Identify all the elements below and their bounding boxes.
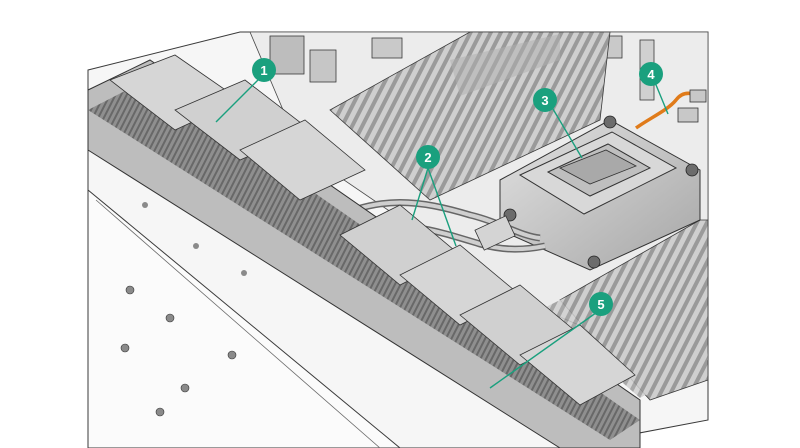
callout-label-2: 2 (424, 150, 431, 165)
callout-3: 3 (533, 88, 557, 112)
callout-label-1: 1 (260, 63, 267, 78)
callout-leaders (215, 75, 669, 389)
leader-1 (215, 75, 263, 123)
leader-4 (653, 79, 669, 115)
callout-label-4: 4 (647, 67, 655, 82)
processor-heatsink (499, 115, 701, 271)
callout-2: 2 (416, 145, 440, 169)
leader-5 (489, 309, 601, 389)
fan-cage (87, 54, 641, 448)
leader-3 (549, 103, 583, 159)
callout-1: 1 (252, 58, 276, 82)
chassis-holes (120, 202, 247, 417)
leader-2b (427, 167, 457, 247)
callout-label-3: 3 (541, 93, 548, 108)
callout-5: 5 (589, 292, 613, 316)
callout-4: 4 (639, 62, 663, 86)
dimm-bank-lower (540, 230, 708, 398)
dimm-bank-upper (329, 31, 611, 201)
leader-2a (411, 167, 429, 221)
callout-label-5: 5 (597, 297, 604, 312)
power-cable (634, 89, 707, 130)
